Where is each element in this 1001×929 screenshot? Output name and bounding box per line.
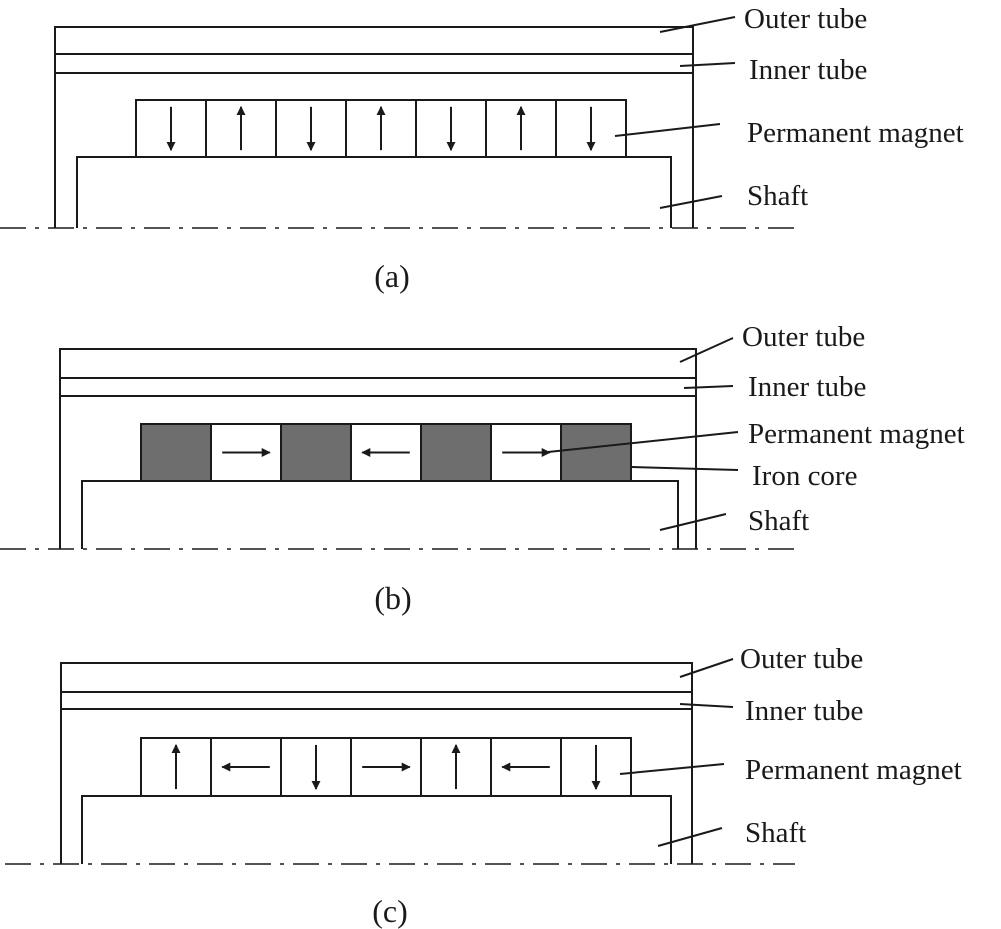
label-magnet-a: Permanent magnet (747, 117, 964, 149)
inner-tube-c (60, 691, 693, 710)
leader-magnet-a (614, 123, 721, 137)
iron-core-block-b-5 (420, 423, 492, 482)
inner-tube-a (54, 53, 694, 74)
caption-b: (b) (374, 580, 411, 616)
leader-inner-tube-b (683, 385, 734, 389)
leader-outer-tube-a (659, 16, 736, 33)
leader-iron-core-b (631, 466, 739, 471)
panel-c: Outer tube Inner tube Permanent magnet S… (5, 643, 962, 929)
leaders-c (619, 658, 734, 847)
label-magnet-c: Permanent magnet (745, 754, 962, 786)
label-shaft-a: Shaft (747, 180, 808, 212)
leader-shaft-b (659, 513, 727, 531)
leaders-a (614, 16, 736, 209)
leader-magnet-b (547, 431, 739, 453)
iron-core-block-b-1 (140, 423, 212, 482)
outer-tube-b (59, 348, 697, 379)
magnet-array-a (135, 99, 627, 158)
panel-a: Outer tube Inner tube Permanent magnet S… (0, 3, 964, 294)
iron-core-block-b-7 (560, 423, 632, 482)
leader-inner-tube-a (679, 62, 736, 67)
label-magnet-b: Permanent magnet (748, 418, 965, 450)
label-outer-tube-c: Outer tube (740, 643, 863, 675)
caption-a: (a) (374, 258, 410, 294)
label-inner-tube-b: Inner tube (748, 371, 866, 403)
leader-inner-tube-c (679, 703, 734, 708)
caption-c: (c) (372, 893, 408, 929)
magnet-array-b (140, 423, 632, 482)
shaft-b (81, 480, 679, 549)
iron-core-block-b-3 (280, 423, 352, 482)
label-outer-tube-b: Outer tube (742, 321, 865, 353)
shaft-c (81, 795, 672, 864)
outer-tube-a (54, 26, 694, 55)
leader-shaft-a (659, 195, 723, 209)
label-inner-tube-a: Inner tube (749, 54, 867, 86)
leader-outer-tube-b (679, 337, 734, 363)
inner-tube-b (59, 377, 697, 397)
leader-outer-tube-c (679, 658, 734, 678)
label-inner-tube-c: Inner tube (745, 695, 863, 727)
label-iron-core-b: Iron core (752, 460, 857, 492)
magnet-array-c (140, 737, 632, 797)
shaft-a (76, 156, 672, 228)
outer-tube-c (60, 662, 693, 693)
leader-magnet-c (619, 763, 725, 775)
leader-shaft-c (657, 827, 723, 847)
label-shaft-c: Shaft (745, 817, 806, 849)
leaders-b (547, 337, 739, 531)
label-outer-tube-a: Outer tube (744, 3, 867, 35)
panel-b: Outer tube Inner tube Permanent magnet I… (0, 321, 965, 616)
label-shaft-b: Shaft (748, 505, 809, 537)
